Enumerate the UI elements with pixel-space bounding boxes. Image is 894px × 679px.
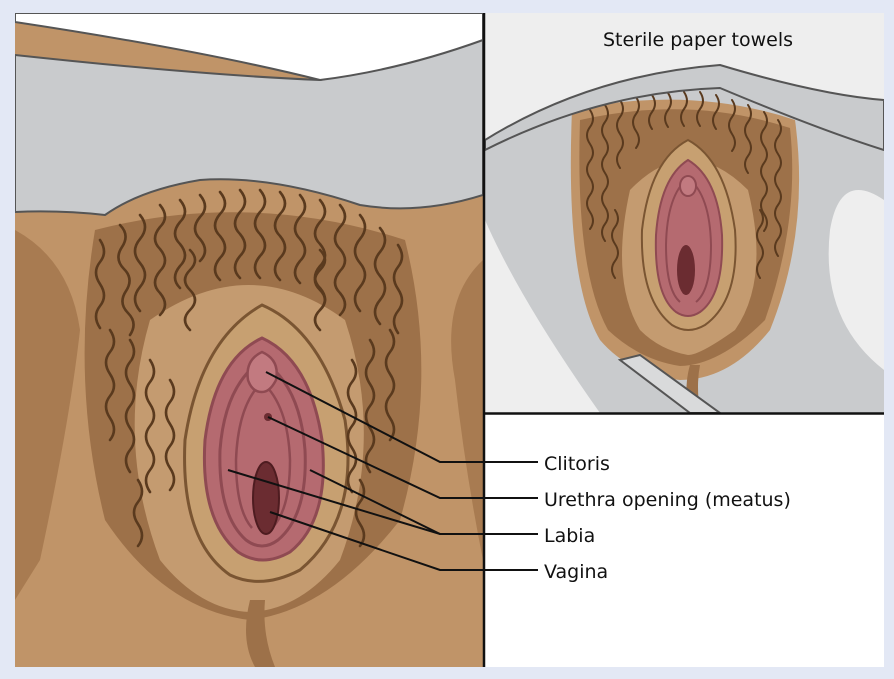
vagina-opening [253, 462, 279, 534]
clitoris-shape [248, 352, 277, 392]
label-clitoris: Clitoris [544, 453, 610, 475]
inset-illustration: Sterile paper towels [485, 13, 884, 413]
inset-title: Sterile paper towels [603, 29, 793, 51]
label-labia: Labia [544, 525, 595, 547]
main-illustration [15, 13, 483, 667]
label-vagina: Vagina [544, 561, 608, 583]
vagina-inset [677, 245, 695, 295]
label-urethra: Urethra opening (meatus) [544, 489, 791, 511]
